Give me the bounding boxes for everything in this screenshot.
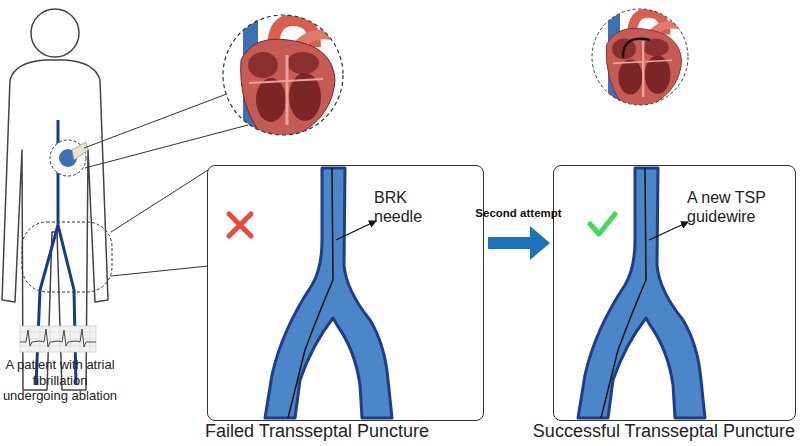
zoom-line	[85, 125, 248, 168]
inset-box: BRK needleFailed Transseptal Puncture	[207, 165, 484, 421]
ecg-strip	[20, 326, 96, 352]
mini-catheter	[72, 142, 88, 160]
zoom-line	[111, 170, 208, 232]
edge-label: Second attempt	[475, 207, 561, 219]
leader-arrow	[649, 222, 688, 240]
fail-cross	[229, 214, 251, 236]
leader-arrow	[336, 221, 376, 240]
success-check	[590, 214, 615, 234]
ecg-grid	[20, 326, 96, 352]
patient-head	[31, 9, 79, 57]
ecg-trace	[20, 329, 96, 347]
block-arrow	[488, 226, 550, 260]
patient-label: A patient with atrial fibrillation under…	[2, 357, 118, 404]
patient-body	[2, 60, 108, 390]
groin-zoom	[22, 222, 112, 292]
transseptal-path	[623, 39, 650, 58]
zoom-line	[84, 92, 232, 148]
heart-illustration	[223, 9, 343, 141]
vein-illustration	[578, 168, 705, 418]
callout-text: BRK needle	[374, 188, 450, 226]
vein-illustration	[265, 168, 392, 418]
panel-caption: Failed Transseptal Puncture	[205, 421, 429, 442]
heart-illustration	[592, 4, 688, 110]
callout-text: A new TSP guidewire	[687, 188, 791, 226]
inset-box: A new TSP guidewireSuccessful Transsepta…	[553, 165, 796, 421]
panel-caption: Successful Transseptal Puncture	[533, 421, 795, 442]
zoom-line	[111, 266, 208, 276]
